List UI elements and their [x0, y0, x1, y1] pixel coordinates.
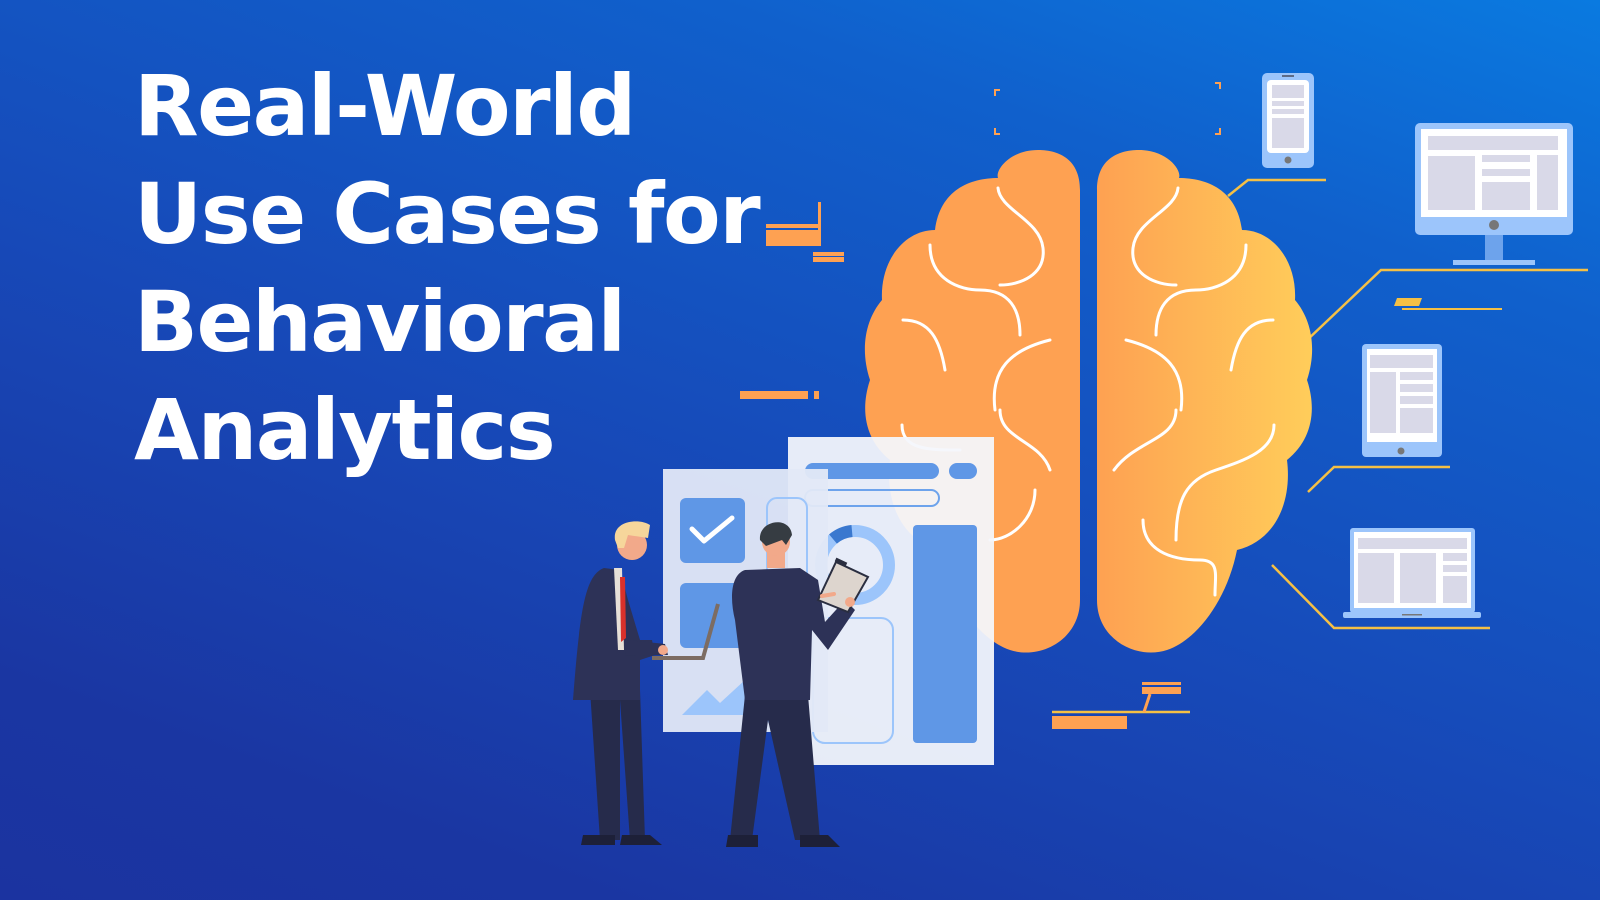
title-line-3: Behavioral [134, 273, 626, 371]
decorative-bars-icon [1052, 682, 1181, 729]
laptop-icon [1343, 528, 1481, 618]
businessman-with-clipboard [726, 522, 870, 847]
decorative-bars-icon [740, 202, 844, 399]
page-title: Real-World Use Cases for Behavioral Anal… [134, 52, 761, 484]
checkbox-tile-icon [680, 498, 745, 563]
focus-brackets-icon [994, 82, 1221, 135]
area-chart-icon [682, 680, 745, 715]
desktop-monitor-icon [1415, 123, 1573, 265]
smartphone-icon [1262, 73, 1314, 168]
businessman-with-laptop [573, 521, 720, 845]
title-line-4: Analytics [134, 381, 556, 479]
tablet-icon [1362, 344, 1442, 457]
checkmark-icon [689, 515, 735, 544]
connector-lines [1052, 178, 1588, 714]
title-line-2: Use Cases for [134, 165, 761, 263]
title-line-1: Real-World [134, 57, 636, 155]
decorative-bars-icon [1394, 298, 1502, 310]
brain-icon [864, 150, 1313, 653]
